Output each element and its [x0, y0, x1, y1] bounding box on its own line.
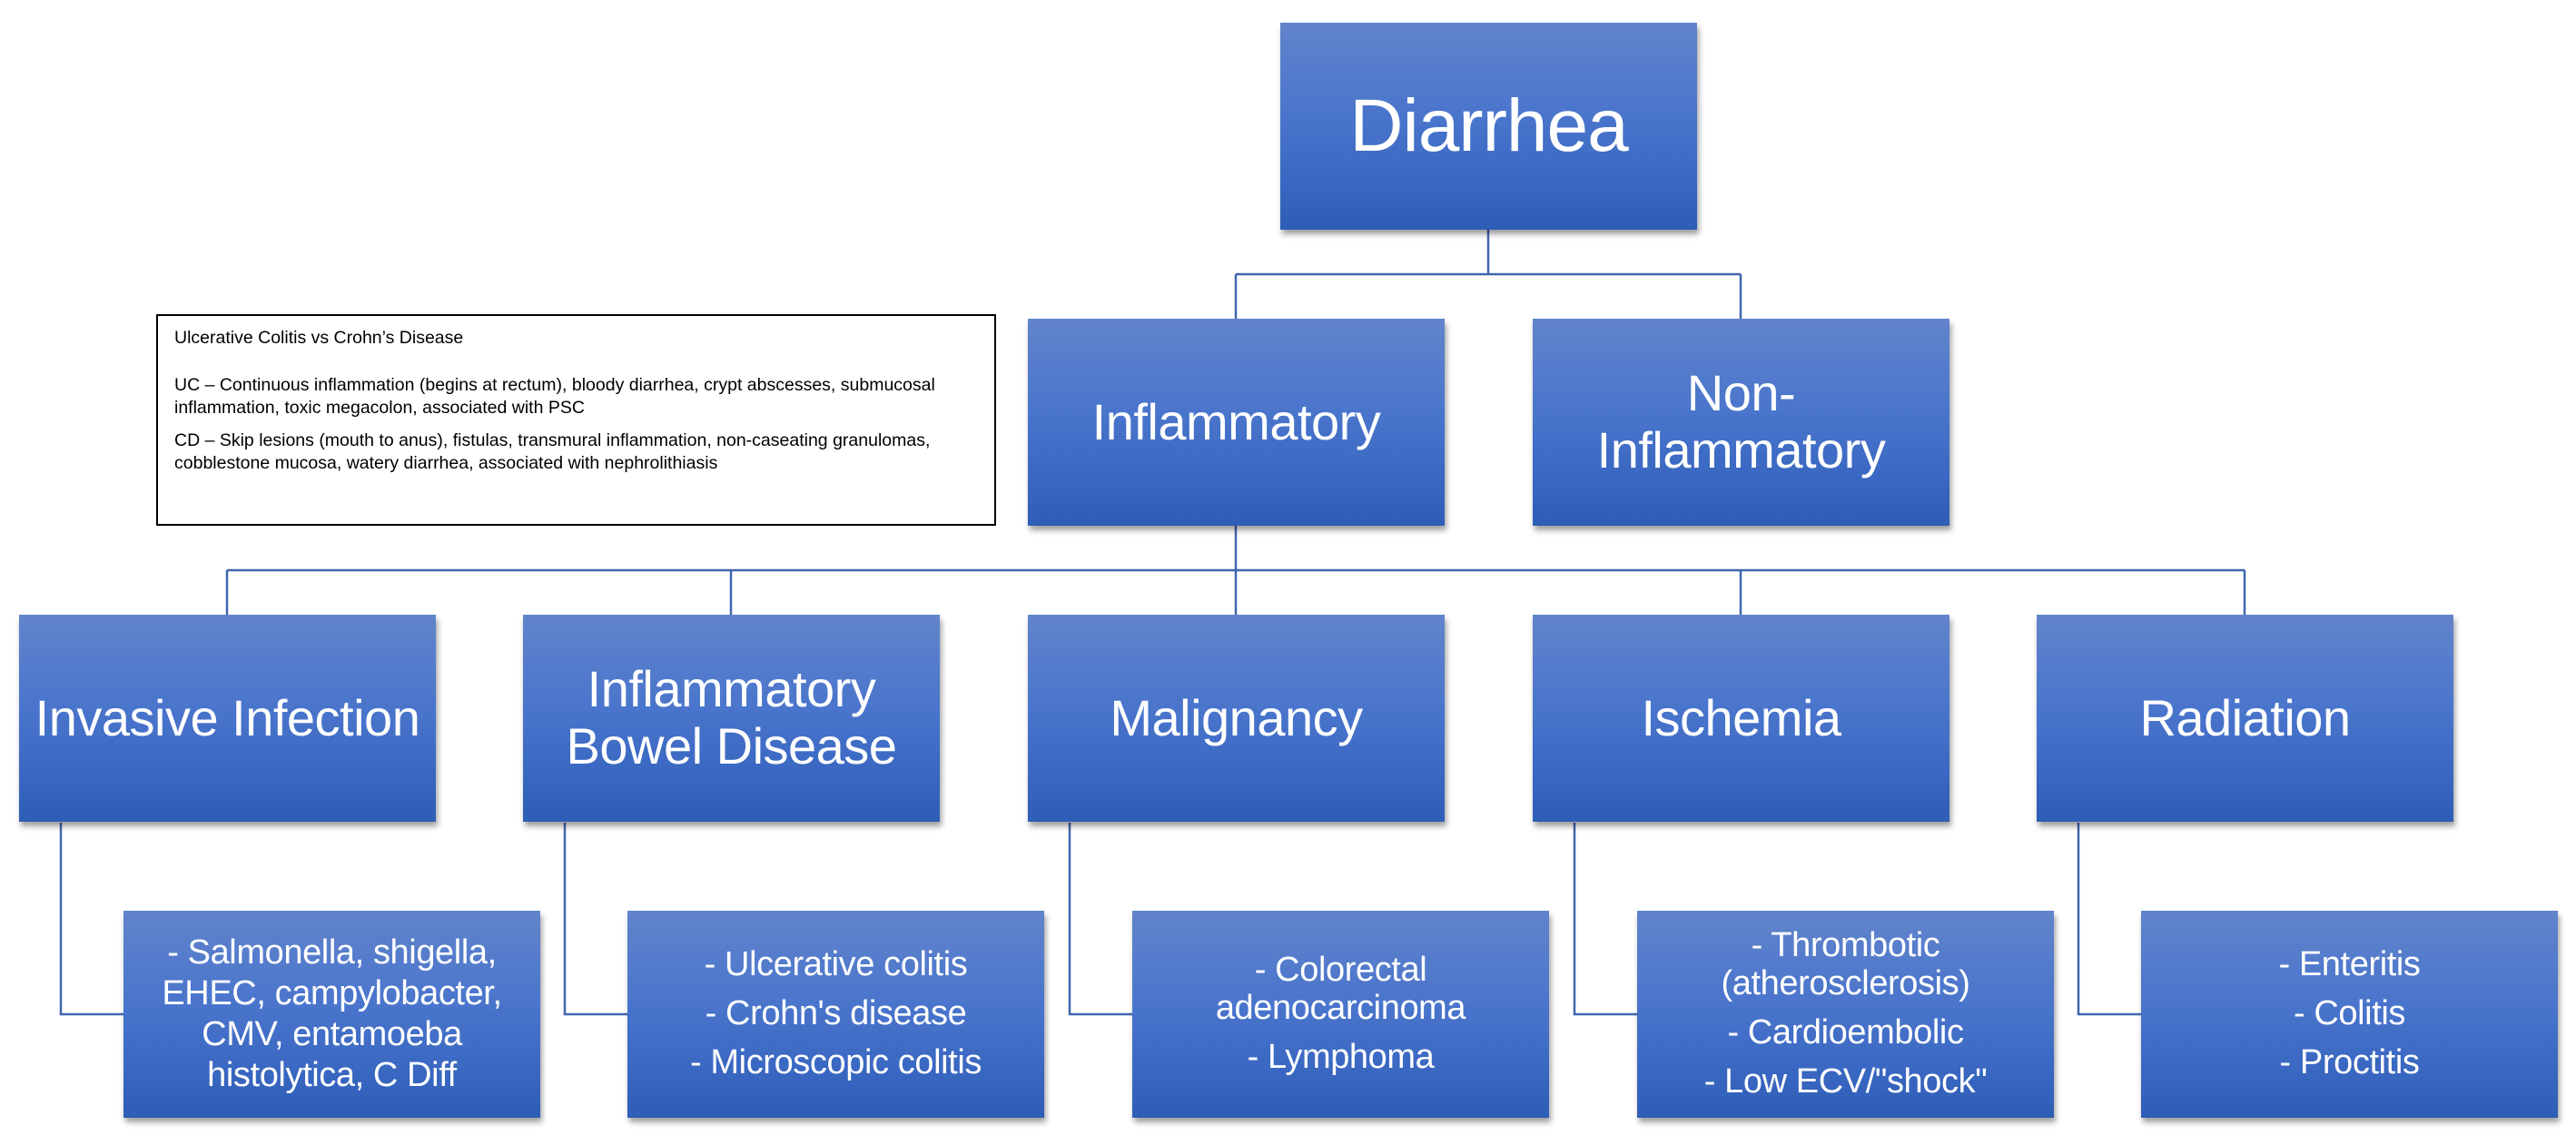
leaf-item: - Cardioembolic: [1727, 1013, 1964, 1051]
node-label: Ischemia: [1641, 688, 1841, 746]
leaf-radiation-types[interactable]: - Enteritis - Colitis - Proctitis: [2141, 911, 2558, 1118]
node-non-inflammatory[interactable]: Non- Inflammatory: [1533, 319, 1949, 526]
node-radiation[interactable]: Radiation: [2037, 615, 2453, 822]
leaf-ischemia-causes[interactable]: - Thrombotic (atherosclerosis) - Cardioe…: [1637, 911, 2054, 1118]
connector-ischemia-leaf: [1573, 823, 1637, 1016]
node-invasive-infection[interactable]: Invasive Infection: [19, 615, 436, 822]
leaf-item: - Salmonella, shigella, EHEC, campylobac…: [162, 933, 502, 1094]
node-label: Radiation: [2139, 688, 2351, 746]
node-label: Inflammatory: [1091, 392, 1381, 450]
node-diarrhea[interactable]: Diarrhea: [1280, 23, 1697, 230]
uc-vs-cd-note: Ulcerative Colitis vs Crohn’s Disease UC…: [156, 314, 996, 526]
leaf-item: - Thrombotic (atherosclerosis): [1721, 926, 1970, 1003]
leaf-item: - Proctitis: [2279, 1042, 2420, 1081]
node-label: Diarrhea: [1349, 84, 1628, 168]
node-label: Malignancy: [1110, 688, 1363, 746]
leaf-item: - Microscopic colitis: [690, 1042, 982, 1081]
node-malignancy[interactable]: Malignancy: [1028, 615, 1445, 822]
connector-radiation-leaf: [2077, 823, 2141, 1016]
node-label: Inflammatory Bowel Disease: [566, 660, 897, 775]
connector-malignancy-leaf: [1068, 823, 1132, 1016]
leaf-malignancy-types[interactable]: - Colorectal adenocarcinoma - Lymphoma: [1132, 911, 1549, 1118]
note-cd-text: CD – Skip lesions (mouth to anus), fistu…: [174, 430, 931, 473]
node-inflammatory[interactable]: Inflammatory: [1028, 319, 1445, 526]
connector-ibd-leaf: [563, 823, 627, 1016]
leaf-invasive-infection-causes[interactable]: - Salmonella, shigella, EHEC, campylobac…: [123, 911, 540, 1118]
leaf-ibd-types[interactable]: - Ulcerative colitis - Crohn's disease -…: [627, 911, 1044, 1118]
connector-invasive-leaf: [59, 823, 123, 1016]
note-uc-text: UC – Continuous inflammation (begins at …: [174, 375, 935, 418]
leaf-item: - Crohn's disease: [705, 994, 967, 1033]
node-inflammatory-bowel-disease[interactable]: Inflammatory Bowel Disease: [523, 615, 940, 822]
leaf-item: - Colorectal adenocarcinoma: [1215, 951, 1466, 1028]
node-label: Invasive Infection: [35, 688, 420, 746]
leaf-item: - Enteritis: [2278, 945, 2421, 984]
node-ischemia[interactable]: Ischemia: [1533, 615, 1949, 822]
leaf-item: - Ulcerative colitis: [704, 945, 968, 984]
note-title: Ulcerative Colitis vs Crohn’s Disease: [174, 328, 464, 348]
leaf-item: - Colitis: [2293, 994, 2406, 1033]
leaf-item: - Low ECV/"shock": [1703, 1061, 1988, 1101]
node-label: Non- Inflammatory: [1596, 364, 1886, 479]
leaf-item: - Lymphoma: [1247, 1037, 1435, 1076]
